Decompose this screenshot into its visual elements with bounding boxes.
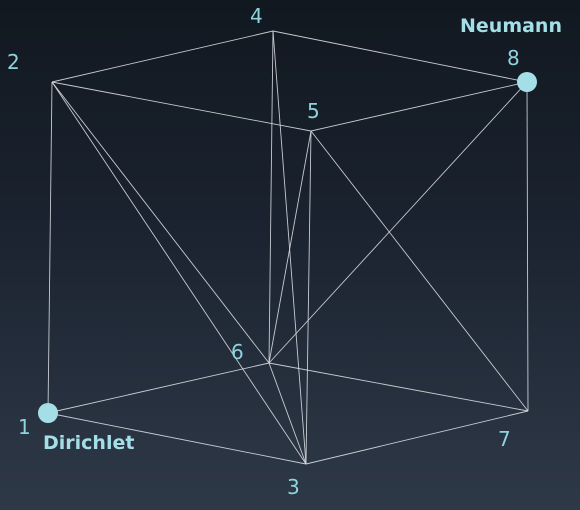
edge-5-8 xyxy=(310,81,528,132)
edge-1-6 xyxy=(47,362,270,414)
node-label-8: 8 xyxy=(507,46,520,70)
neumann-label: Neumann xyxy=(460,15,562,37)
edge-4-8 xyxy=(272,30,528,83)
edge-2-5 xyxy=(51,81,312,132)
edge-7-8 xyxy=(526,81,529,412)
edge-3-6 xyxy=(268,362,307,465)
node-label-1: 1 xyxy=(18,415,31,439)
edge-2-4 xyxy=(51,30,274,83)
edge-2-6 xyxy=(51,81,270,364)
node-label-4: 4 xyxy=(250,4,263,28)
edge-5-6 xyxy=(268,130,312,364)
dirichlet-node-marker xyxy=(38,403,58,423)
edge-6-8 xyxy=(268,81,528,364)
markers-layer xyxy=(38,72,537,423)
dirichlet-label: Dirichlet xyxy=(43,432,135,454)
neumann-node-marker xyxy=(517,72,537,92)
node-label-2: 2 xyxy=(7,50,20,74)
edges-layer xyxy=(47,30,529,465)
edge-2-3 xyxy=(51,81,307,465)
edge-1-2 xyxy=(47,81,53,414)
edge-6-7 xyxy=(268,362,529,412)
edge-3-5 xyxy=(305,130,312,465)
node-label-6: 6 xyxy=(231,340,244,364)
node-label-3: 3 xyxy=(287,475,300,499)
node-label-7: 7 xyxy=(498,427,511,451)
edge-1-3 xyxy=(47,412,307,465)
node-label-5: 5 xyxy=(307,99,320,123)
edge-5-7 xyxy=(310,130,529,412)
edge-3-7 xyxy=(305,410,529,465)
edge-4-6 xyxy=(268,30,274,364)
